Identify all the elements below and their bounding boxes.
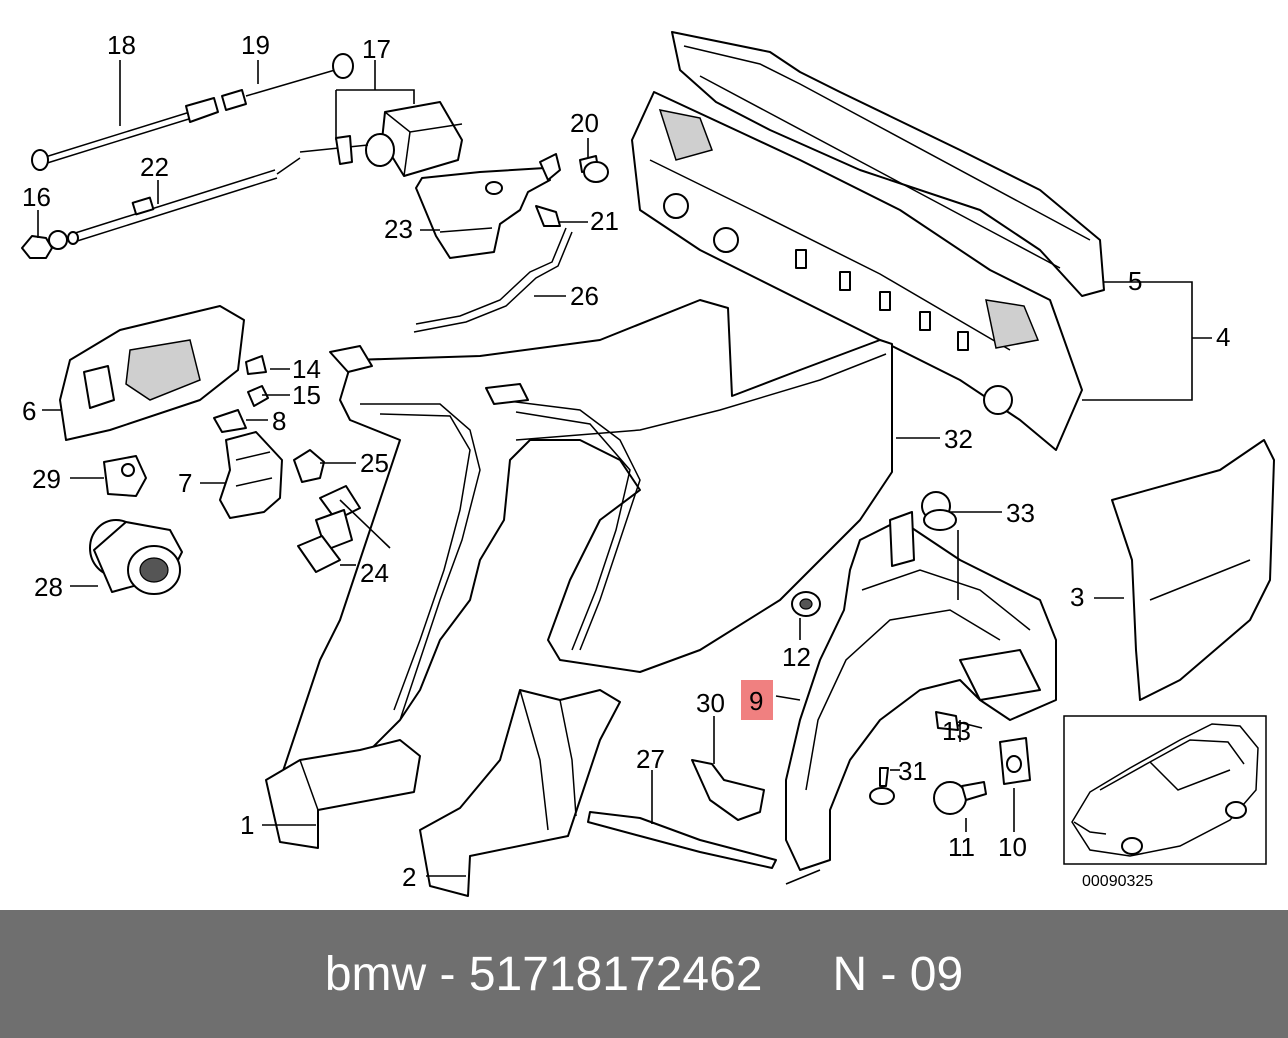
label-3: 3: [1070, 582, 1084, 612]
part-28-sleeve: [89, 519, 183, 595]
label-29: 29: [32, 464, 61, 494]
label-6: 6: [22, 396, 36, 426]
label-17: 17: [362, 34, 391, 64]
part-14-clip: [245, 355, 267, 375]
label-15: 15: [292, 380, 321, 410]
label-27: 27: [636, 744, 665, 774]
label-2: 2: [402, 862, 416, 892]
part-15-clip: [247, 385, 269, 407]
part-20-screw: [579, 155, 609, 183]
part-3-door-panel: [1111, 439, 1275, 701]
label-12: 12: [782, 642, 811, 672]
part-17-actuator: [299, 101, 463, 177]
part-29-grommet: [103, 455, 147, 497]
label-28: 28: [34, 572, 63, 602]
part-5-rear-panel-upper: [671, 31, 1105, 297]
part-number-footer: bmw - 51718172462 N - 09: [0, 910, 1288, 1038]
label-25: 25: [360, 448, 389, 478]
label-23: 23: [384, 214, 413, 244]
position-text: N - 09: [832, 947, 964, 1001]
label-31: 31: [898, 756, 927, 786]
part-2-sill: [419, 689, 621, 897]
part-1-sill: [265, 739, 421, 849]
label-16: 16: [22, 182, 51, 212]
label-9-highlight: [741, 680, 773, 720]
label-24: 24: [360, 558, 389, 588]
part-26-cable: [413, 205, 573, 333]
label-20: 20: [570, 108, 599, 138]
part-4-rear-panel: [631, 91, 1083, 451]
part-8-clip: [213, 409, 247, 433]
part-30-bracket: [691, 759, 765, 821]
label-18: 18: [107, 30, 136, 60]
label-10: 10: [998, 832, 1027, 862]
part-number-text: bmw - 51718172462: [324, 947, 763, 1001]
label-32: 32: [944, 424, 973, 454]
part-25-nut: [293, 449, 325, 483]
part-7-bracket: [219, 431, 283, 519]
label-5: 5: [1128, 266, 1142, 296]
label-4: 4: [1216, 322, 1230, 352]
part-33-grommet: [921, 491, 957, 531]
cable-rods: [31, 53, 354, 245]
label-13: 13: [942, 716, 971, 746]
label-11: 11: [948, 832, 975, 862]
part-labels: 18 19 17 20 22 16 21 23 26 5 4 14 15 6 8…: [22, 30, 1230, 892]
part-9-wheel-liner: [785, 511, 1057, 871]
part-31-pin: [869, 767, 895, 805]
part-12-grommet: [791, 591, 821, 617]
image-code: 00090325: [1082, 873, 1153, 890]
part-10-clip: [999, 737, 1031, 785]
label-22: 22: [140, 152, 169, 182]
part-24-clips: [297, 485, 361, 573]
part-32-side-panel: [279, 299, 893, 791]
parts-diagram: 18 19 17 20 22 16 21 23 26 5 4 14 15 6 8…: [21, 30, 1275, 897]
vehicle-inset: [1063, 715, 1267, 865]
label-7: 7: [178, 468, 192, 498]
part-6-fuel-flap-housing: [59, 305, 245, 441]
label-19: 19: [241, 30, 270, 60]
leader-lines: [37, 60, 1212, 885]
label-33: 33: [1006, 498, 1035, 528]
label-21: 21: [590, 206, 619, 236]
label-9: 9: [749, 686, 763, 716]
label-1: 1: [240, 810, 254, 840]
part-13-screw: [935, 711, 983, 731]
part-11-bolt: [933, 781, 987, 815]
part-27-strip: [587, 811, 777, 869]
part-23-bracket: [415, 153, 561, 259]
label-8: 8: [272, 406, 286, 436]
part-16-clip: [21, 230, 68, 259]
label-14: 14: [292, 354, 321, 384]
label-26: 26: [570, 281, 599, 311]
label-30: 30: [696, 688, 725, 718]
